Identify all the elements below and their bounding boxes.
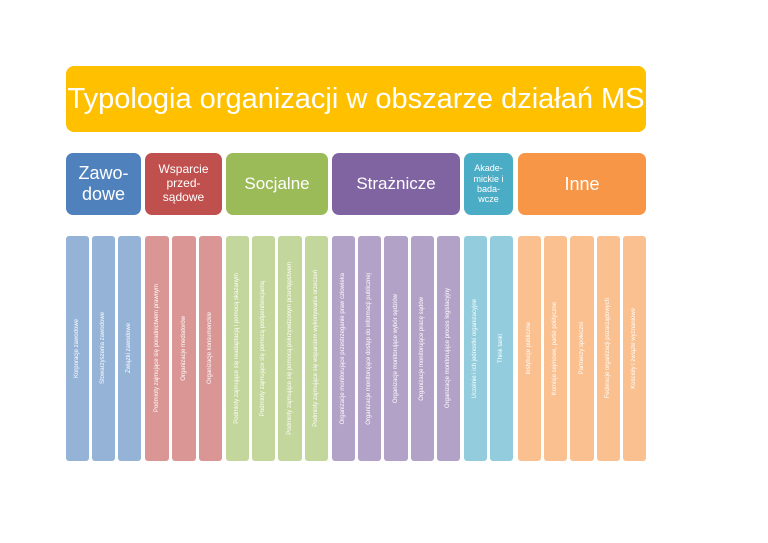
- category-zawodowe: Zawo- dowe: [66, 153, 141, 215]
- item-komisje-sejmowe-partie: Komisje sejmowe, partie polityczne: [544, 236, 567, 461]
- category-akademickie-i-badawcze: Akade- mickie i bada- wcze: [464, 153, 513, 215]
- item-korporacje-zawodowe: Korporacje zawodowe: [66, 236, 89, 461]
- item-wybor-sedziow: Organizacje monitorujące wybór sędziów: [384, 236, 408, 461]
- item-pomoc-postpenitencjarna: Podmioty zajmujące się pomocą postpenite…: [252, 236, 275, 461]
- item-praca-sadow: Organizacje monitorujące pracę sądów: [411, 236, 434, 461]
- item-uczelnie: Uczelnie i ich jednostki organizacyjne: [464, 236, 487, 461]
- category-straznicze: Strażnicze: [332, 153, 460, 215]
- item-prawa-czlowieka: Organizacje monitorujące przestrzeganie …: [332, 236, 355, 461]
- item-partnerzy-spoleczni: Partnerzy społeczni: [570, 236, 594, 461]
- category-inne: Inne: [518, 153, 646, 215]
- category-socjalne: Socjalne: [226, 153, 328, 215]
- item-koscioly: Kościoły i związki wyznaniowe: [623, 236, 646, 461]
- item-federacje-ngo: Federacje organizacji pozarządowych: [597, 236, 620, 461]
- category-wsparcie-przedsadowe: Wsparcie przed- sądowe: [145, 153, 222, 215]
- item-organizacje-konsumenckie: Organizacje konsumenckie: [199, 236, 222, 461]
- item-instytucje-publiczne: Instytucje publiczne: [518, 236, 541, 461]
- item-pomoc-pokrzywdzonym: Podmioty zajmujące się pomocą pokrzywdzo…: [278, 236, 302, 461]
- item-organizacje-mediatorow: Organizacje mediatorów: [172, 236, 196, 461]
- item-poradnictwo-prawne: Podmioty zajmujące się poradnictwem praw…: [145, 236, 169, 461]
- item-readaptacja-skazanych: Podmioty zajmujące się readaptacją i pom…: [226, 236, 249, 461]
- item-stowarzyszenia-zawodowe: Stowarzyszenia zawodowe: [92, 236, 115, 461]
- item-proces-legislacyjny: Organizacje monitorujące proces legislac…: [437, 236, 460, 461]
- item-wsparcie-wykonywania-orzeczen: Podmioty zajmujące się wsparciem wykonyw…: [305, 236, 328, 461]
- item-informacja-publiczna: Organizacje monitorujące dostęp do infor…: [358, 236, 381, 461]
- diagram-title: Typologia organizacji w obszarze działań…: [66, 66, 646, 132]
- item-zwiazki-zawodowe: Związki zawodowe: [118, 236, 141, 461]
- item-think-tanki: Think tanki: [490, 236, 513, 461]
